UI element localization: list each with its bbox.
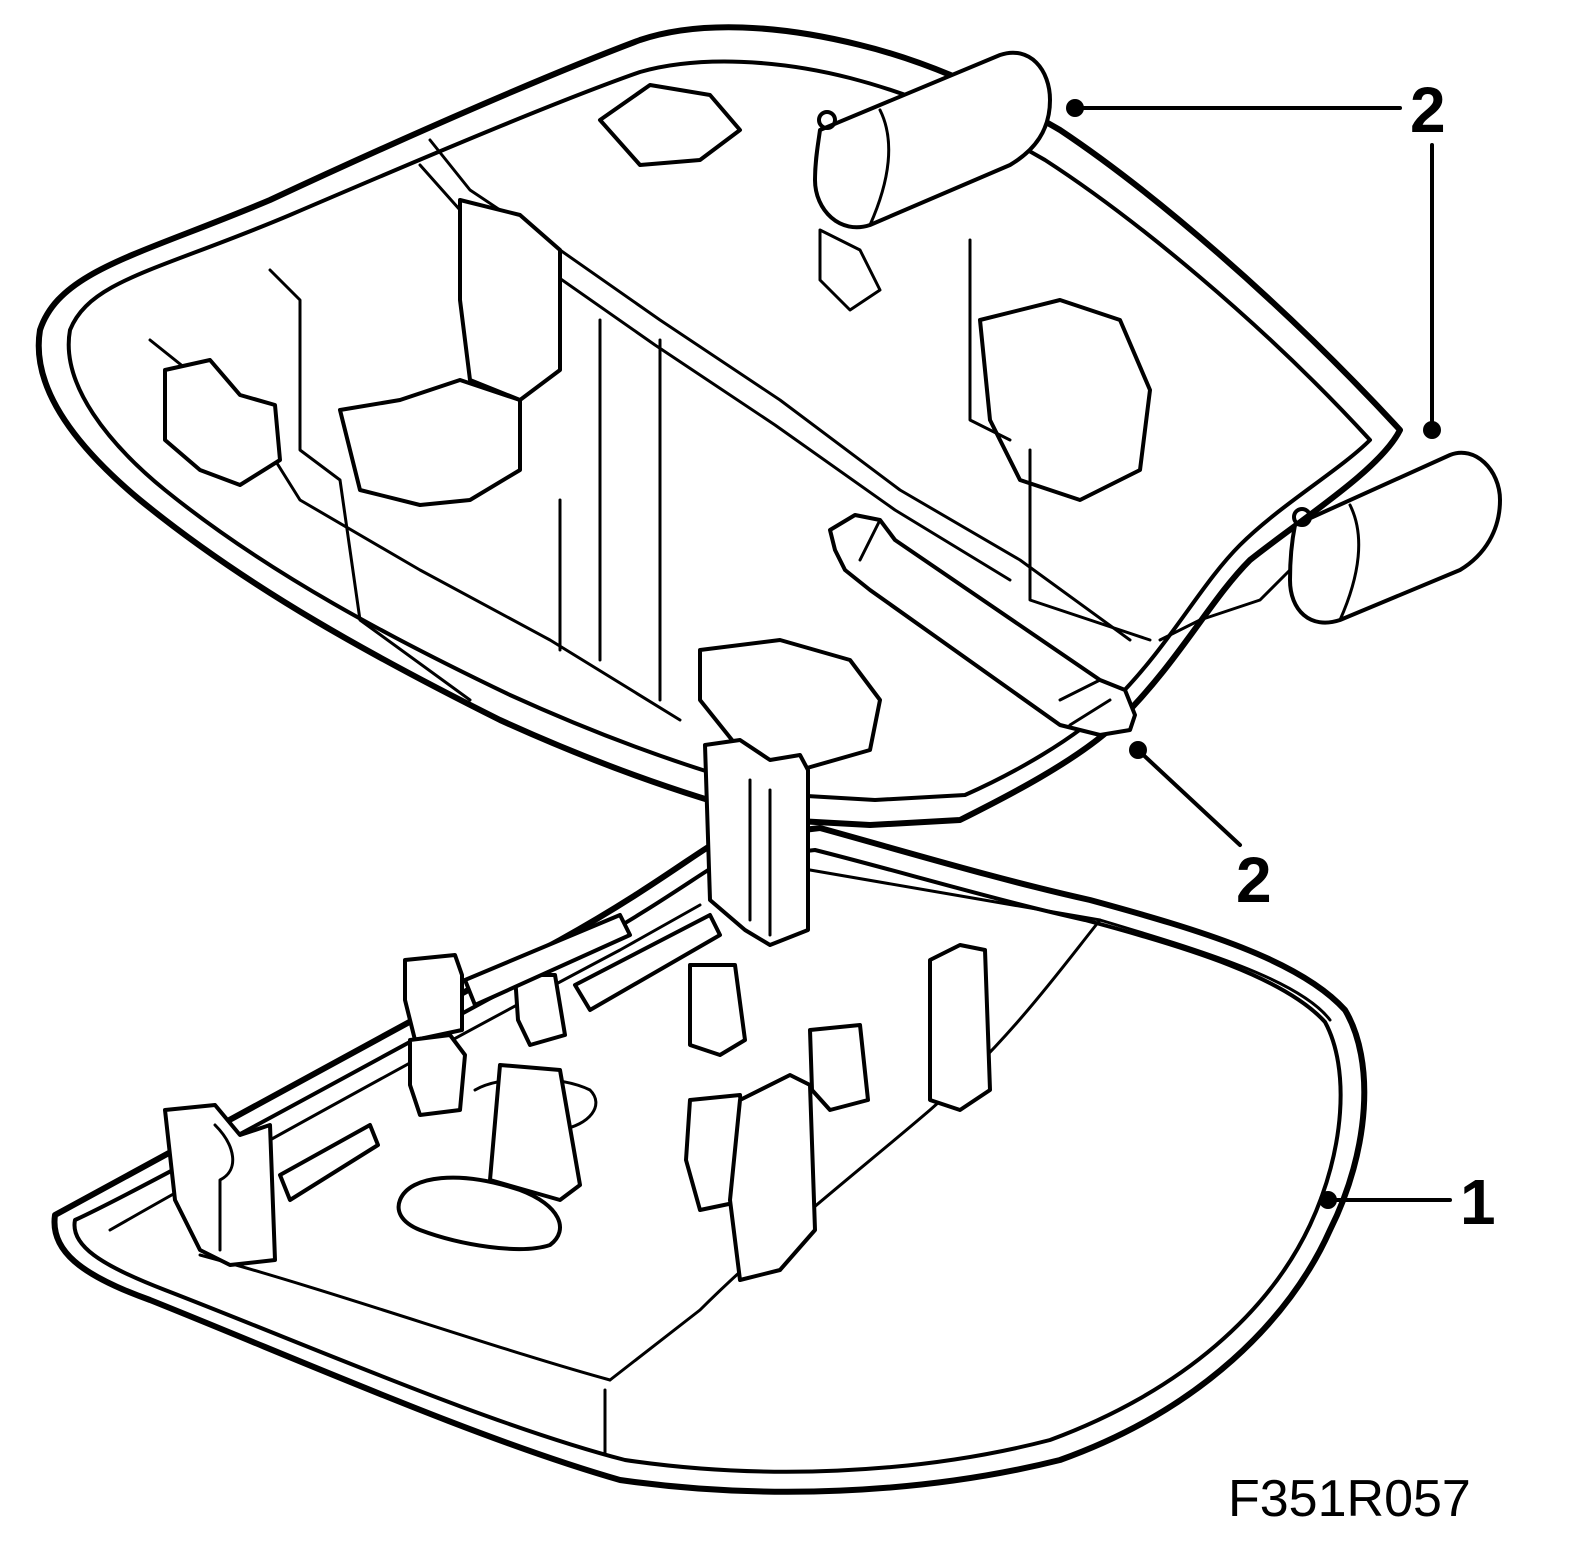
- lens-cover: [51, 738, 1368, 1495]
- leader-bulb-top-right: [1066, 99, 1402, 117]
- leader-bulb-center: [1129, 741, 1242, 847]
- callout-number-bulb-center: 2: [1236, 844, 1272, 916]
- leader-lens-cover: [1319, 1191, 1452, 1209]
- figure-code: F351R057: [1228, 1470, 1471, 1528]
- leader-bulb-right: [1423, 143, 1441, 439]
- callout-number-lens-cover: 1: [1460, 1166, 1496, 1238]
- bulb-center: [828, 513, 1137, 737]
- lamp-housing: [35, 24, 1403, 828]
- bulb-right: [1288, 450, 1502, 625]
- callout-number-bulb-top-right: 2: [1410, 74, 1446, 146]
- bulb-top-right: [813, 50, 1052, 230]
